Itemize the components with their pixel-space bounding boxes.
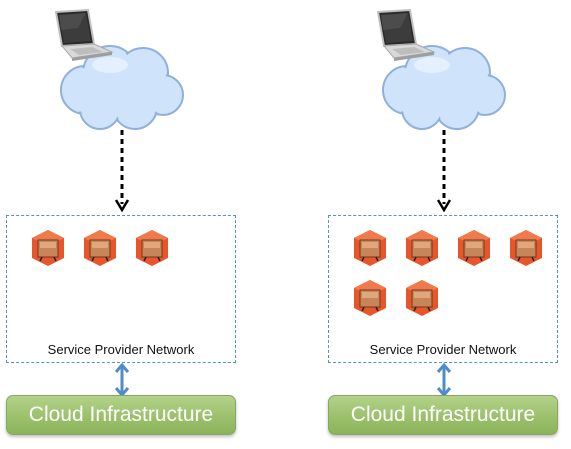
panel-left: Service Provider Network Cloud Infrastru… <box>0 0 250 449</box>
server-node-icon <box>136 230 168 266</box>
dashed-arrow-icon <box>114 130 130 213</box>
laptop-icon <box>54 8 114 61</box>
server-node-icon <box>458 230 490 266</box>
cloud-infrastructure-label: Cloud Infrastructure <box>350 403 536 426</box>
cloud-icon <box>60 45 184 130</box>
server-node-icon <box>510 230 542 266</box>
service-provider-network: Service Provider Network <box>328 215 558 363</box>
network-label: Service Provider Network <box>47 342 195 357</box>
server-node-icon <box>32 230 64 266</box>
server-node-icon <box>354 280 386 316</box>
cloud-icon <box>382 45 506 130</box>
laptop-icon <box>376 8 436 61</box>
cloud-infrastructure-box: Cloud Infrastructure <box>328 395 558 435</box>
server-node-icon <box>406 280 438 316</box>
bidirectional-arrow-icon <box>114 362 130 398</box>
cloud-infrastructure-box: Cloud Infrastructure <box>6 395 236 435</box>
network-label: Service Provider Network <box>369 342 517 357</box>
service-provider-network: Service Provider Network <box>6 215 236 363</box>
server-node-icon <box>354 230 386 266</box>
cloud-infrastructure-label: Cloud Infrastructure <box>28 403 214 426</box>
server-node-icon <box>84 230 116 266</box>
server-node-icon <box>406 230 438 266</box>
panel-right: Service Provider Network Cloud Infrastru… <box>322 0 571 449</box>
bidirectional-arrow-icon <box>436 362 452 398</box>
dashed-arrow-icon <box>436 130 452 213</box>
